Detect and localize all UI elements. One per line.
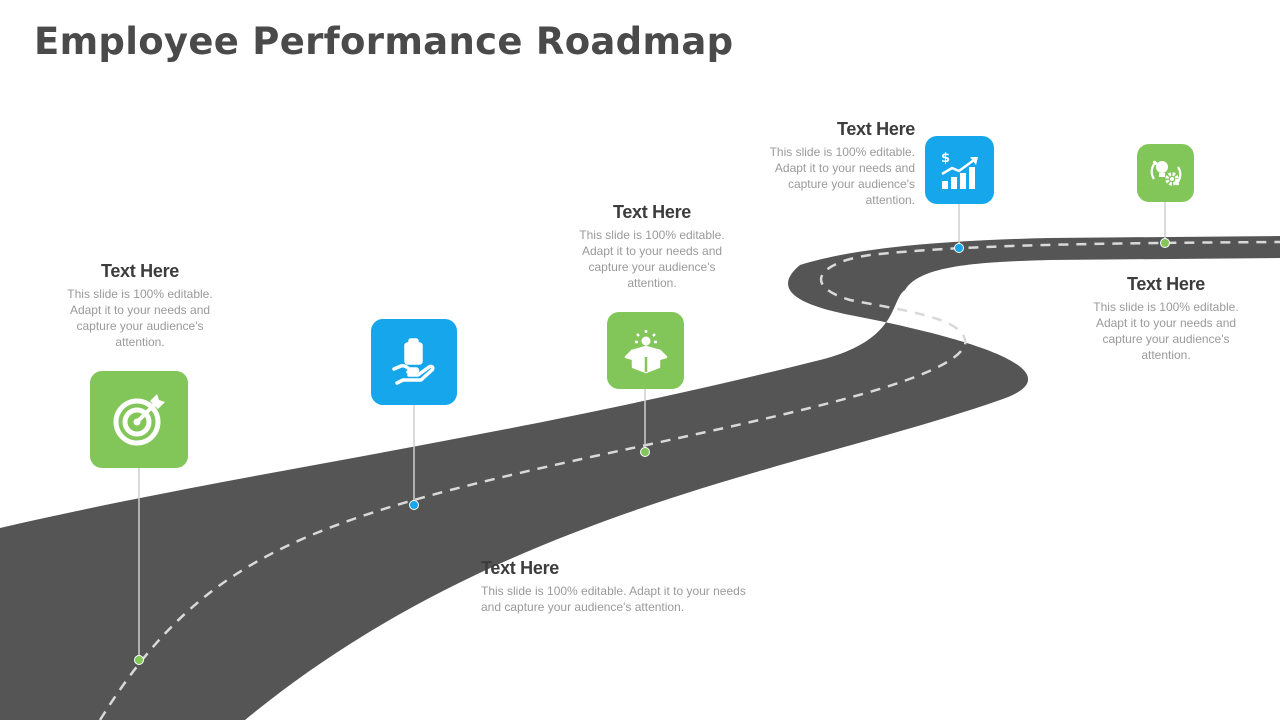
milestone-2-heading: Text Here bbox=[481, 558, 560, 578]
milestone-1-heading: Text Here bbox=[100, 261, 179, 281]
milestone-3-heading: Text Here bbox=[612, 202, 691, 222]
milestone-5-heading: Text Here bbox=[1126, 274, 1205, 294]
hand-clipboard-icon bbox=[392, 338, 435, 385]
milestone-4-text: Text Here This slide is 100% editable. A… bbox=[755, 119, 916, 208]
pin-3 bbox=[640, 447, 650, 457]
milestone-5-text: Text Here This slide is 100% editable. A… bbox=[1086, 274, 1246, 363]
pin-5 bbox=[1160, 238, 1170, 248]
milestone-2-icon-box bbox=[371, 319, 457, 405]
pin-2 bbox=[409, 500, 419, 510]
milestone-4-description: This slide is 100% editable. Adapt it to… bbox=[769, 145, 915, 207]
growth-chart-icon: $ bbox=[941, 151, 978, 189]
idea-gear-icon bbox=[1150, 160, 1181, 186]
milestone-5-description: This slide is 100% editable. Adapt it to… bbox=[1093, 300, 1239, 362]
milestone-5-icon-box bbox=[1137, 144, 1194, 202]
milestone-4-icon-box: $ bbox=[925, 136, 994, 204]
milestone-2-description: This slide is 100% editable. Adapt it to… bbox=[481, 584, 746, 614]
milestone-3-description: This slide is 100% editable. Adapt it to… bbox=[579, 228, 725, 290]
road-center-line bbox=[98, 240, 1280, 720]
page-title: Employee Performance Roadmap bbox=[34, 20, 734, 63]
milestone-3-icon-box bbox=[607, 312, 684, 389]
pin-1 bbox=[134, 655, 144, 665]
pin-4 bbox=[954, 243, 964, 253]
milestone-1-icon-box bbox=[90, 371, 188, 468]
milestone-3-text: Text Here This slide is 100% editable. A… bbox=[572, 202, 732, 291]
milestone-1-text: Text Here This slide is 100% editable. A… bbox=[60, 261, 220, 350]
target-icon bbox=[113, 393, 165, 445]
milestone-2-text: Text Here This slide is 100% editable. A… bbox=[481, 558, 751, 615]
milestone-4-heading: Text Here bbox=[836, 119, 915, 139]
milestone-1-description: This slide is 100% editable. Adapt it to… bbox=[67, 287, 213, 349]
svg-text:$: $ bbox=[941, 151, 950, 166]
road-shape bbox=[0, 236, 1280, 720]
box-idea-icon bbox=[624, 329, 667, 373]
